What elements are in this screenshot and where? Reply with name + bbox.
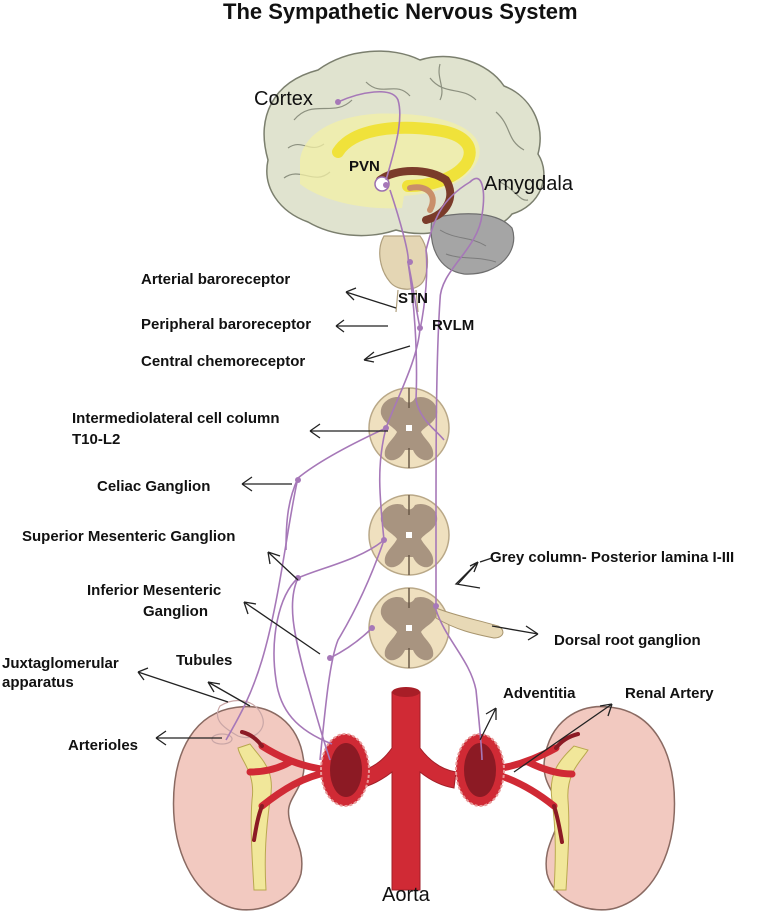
nerve-nodes [295, 99, 439, 661]
aorta-label: Aorta [382, 884, 430, 906]
tubules-sketch [216, 699, 264, 739]
juxtaglomerular-label-line2: apparatus [2, 674, 74, 691]
peripheral-baroreceptor-label: Peripheral baroreceptor [141, 316, 312, 333]
inferior-mesenteric-label-line1: Inferior Mesenteric [87, 582, 222, 599]
aorta-vessel [357, 687, 457, 891]
dorsal-root-ganglion-label: Dorsal root ganglion [554, 632, 701, 649]
arterioles-label: Arterioles [68, 737, 139, 754]
pvn-label: PVN [349, 158, 380, 175]
adventitia-label: Adventitia [503, 685, 576, 702]
amygdala-label: Amygdala [484, 173, 573, 195]
juxtaglomerular-label-line1: Juxtaglomerular [2, 655, 119, 672]
celiac-ganglion-label: Celiac Ganglion [97, 478, 211, 495]
right-artery-cross-section [455, 733, 505, 807]
inferior-mesenteric-label-line2: Ganglion [143, 603, 208, 620]
spinal-cord-section-lower [368, 587, 450, 669]
left-kidney [172, 705, 305, 911]
arterioles-sketch [211, 733, 233, 745]
diagram-title: The Sympathetic Nervous System [223, 0, 578, 24]
right-ureter [550, 745, 589, 891]
left-artery-cross-section [320, 733, 370, 807]
rvlm-label: RVLM [432, 317, 475, 334]
cortex-label: Cortex [254, 88, 313, 110]
tubules-label: Tubules [176, 652, 233, 669]
left-ureter [237, 743, 272, 891]
stn-label: STN [398, 290, 428, 307]
central-chemoreceptor-label: Central chemoreceptor [141, 353, 306, 370]
grey-column-label: Grey column- Posterior lamina I-III [490, 549, 735, 566]
intermediolateral-label-line2: T10-L2 [72, 431, 121, 448]
intermediolateral-label-line1: Intermediolateral cell column [72, 410, 280, 427]
label-arrows [137, 287, 613, 773]
left-renal-artery-branches [240, 730, 264, 842]
superior-mesenteric-ganglion-label: Superior Mesenteric Ganglion [22, 528, 236, 545]
right-renal-artery-branches [552, 732, 580, 844]
dorsal-root-ganglion-shape [435, 607, 504, 639]
nerve-pathways [225, 90, 485, 761]
renal-artery-label: Renal Artery [625, 685, 714, 702]
arterial-baroreceptor-label: Arterial baroreceptor [141, 271, 291, 288]
brain [263, 50, 545, 313]
